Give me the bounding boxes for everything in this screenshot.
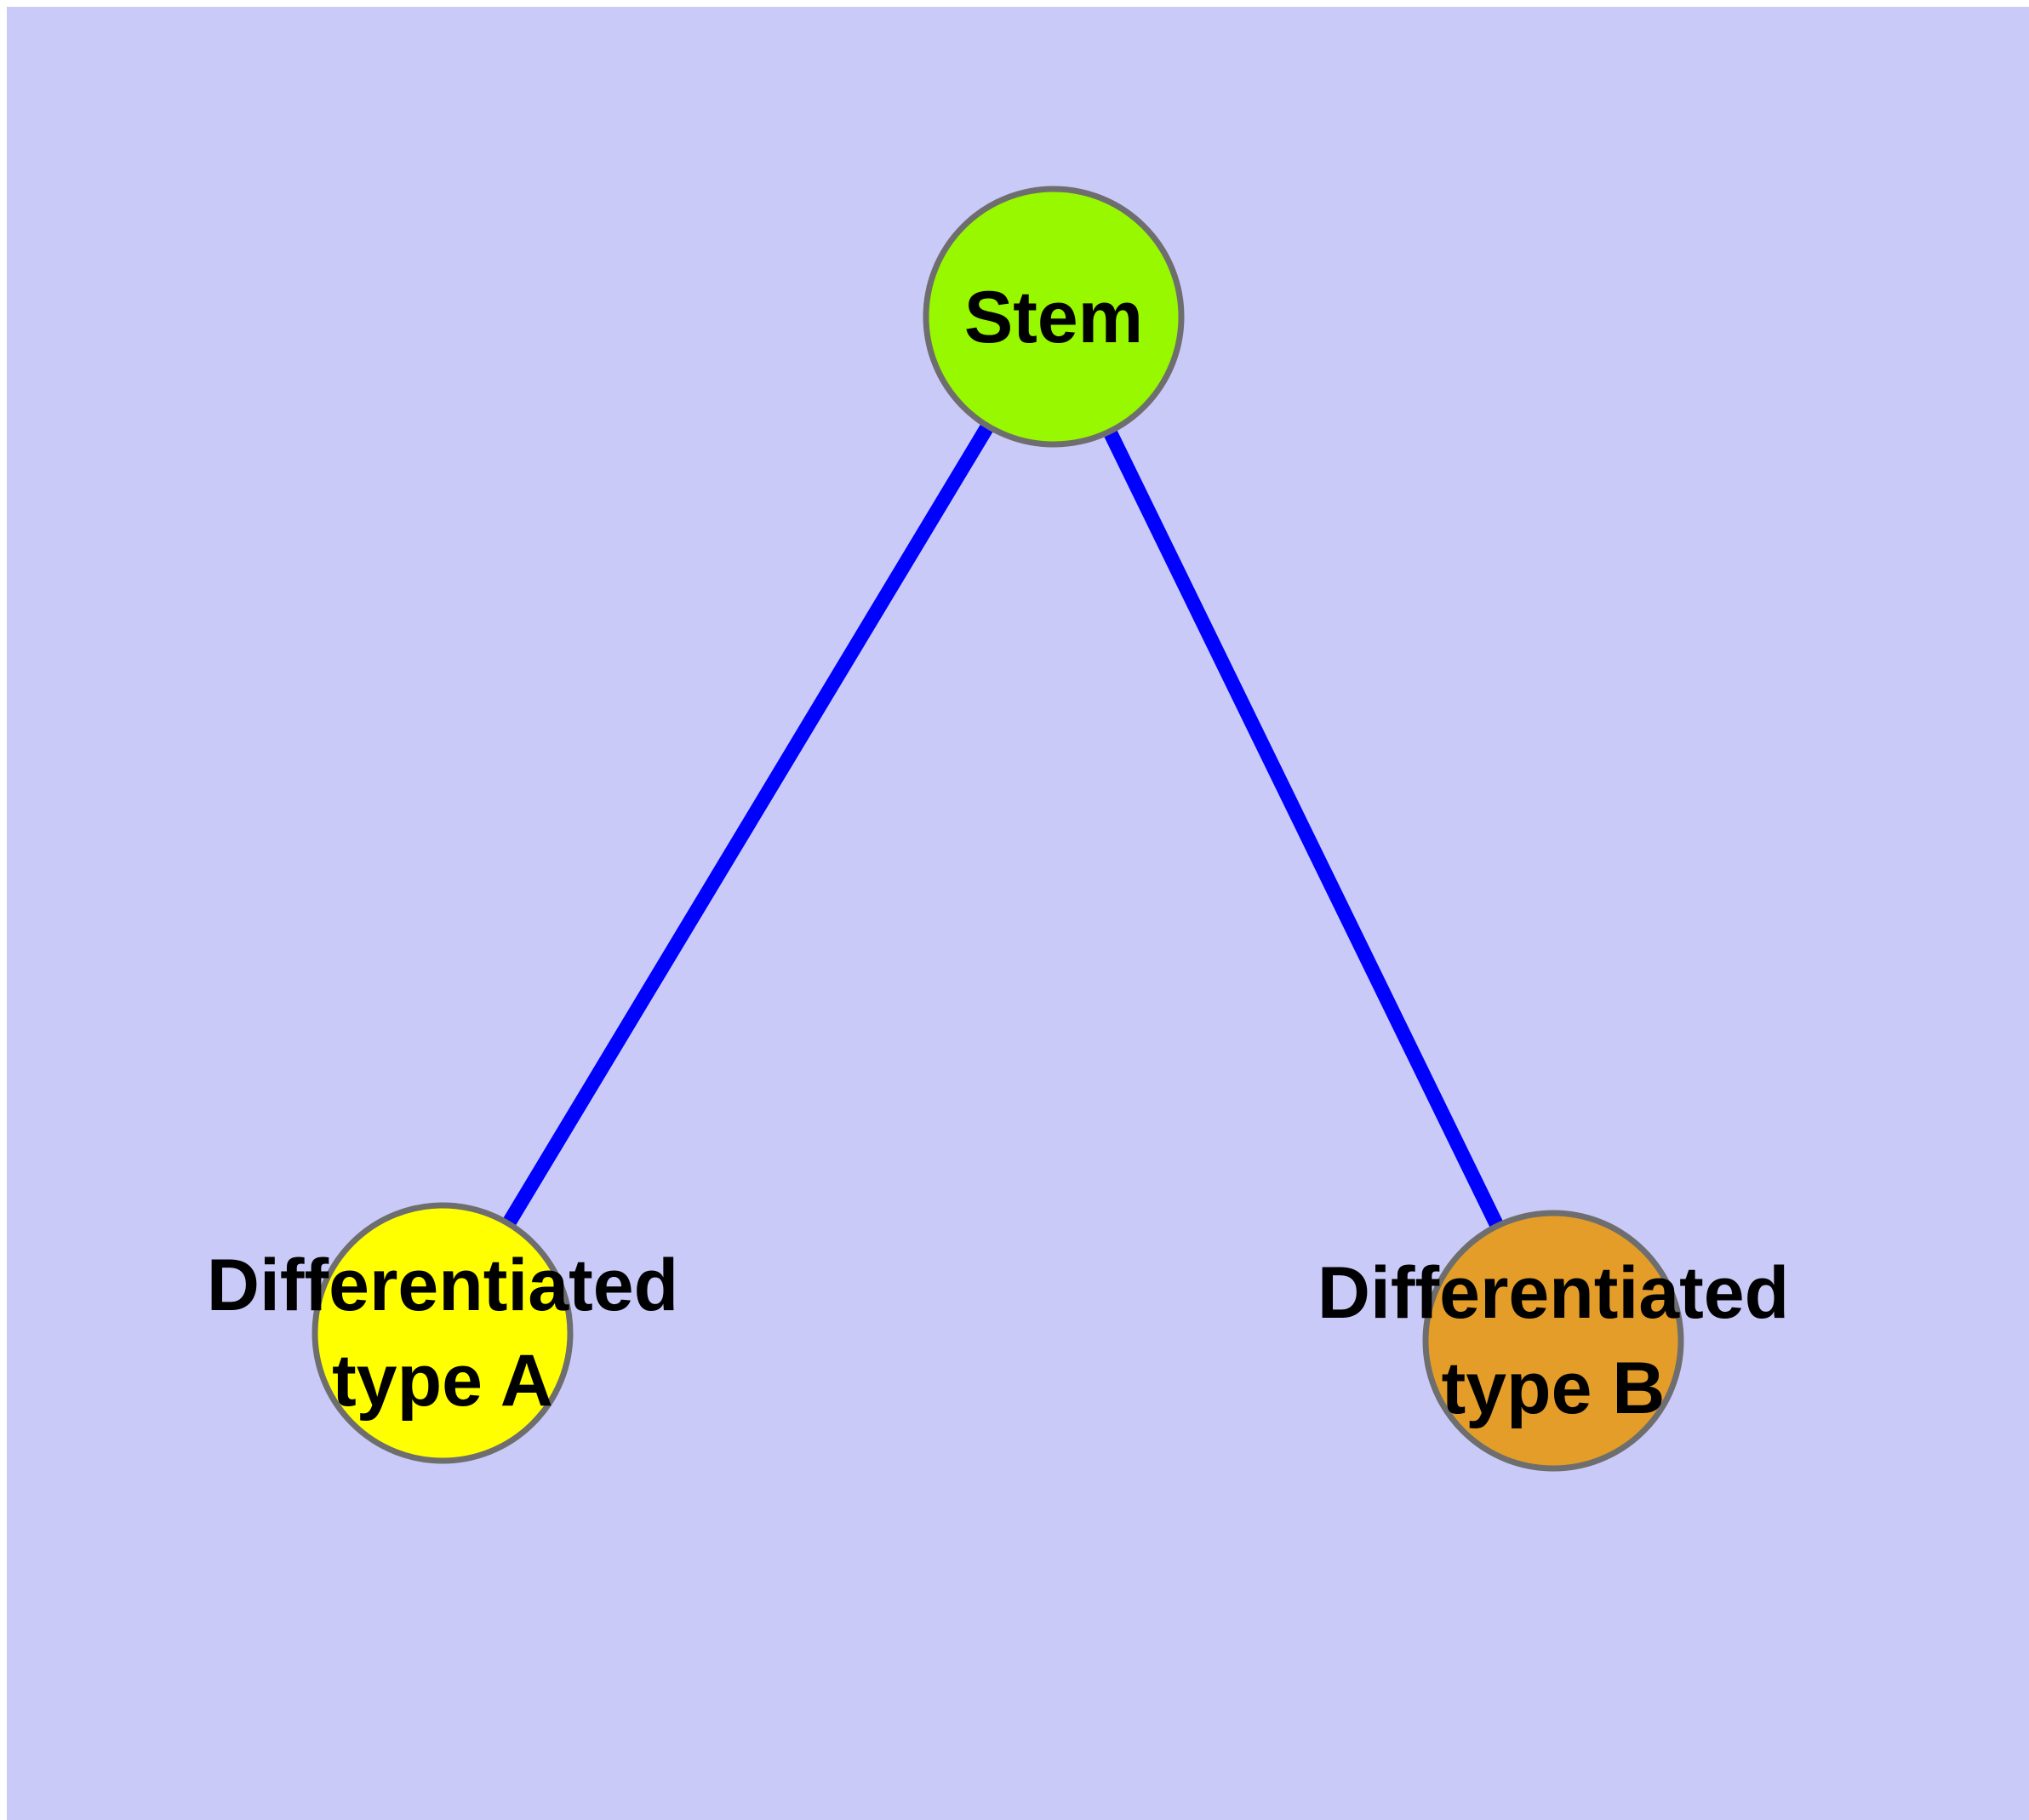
type-a-node-label-line2: type A bbox=[332, 1340, 553, 1422]
type-b-node-label-line1: Differentiated bbox=[1317, 1252, 1789, 1334]
stem-node-circle bbox=[923, 186, 1185, 448]
type-a-node-circle bbox=[311, 1202, 574, 1464]
edge-stem-to-type-a bbox=[436, 312, 1060, 1337]
edge-stem-to-type-b bbox=[1047, 313, 1560, 1344]
type-a-node-label-line1: Differentiated bbox=[207, 1245, 678, 1326]
stem-node-label: Stem bbox=[964, 277, 1143, 358]
type-b-node-circle bbox=[1422, 1210, 1684, 1472]
type-b-node-label-line2: type B bbox=[1442, 1348, 1666, 1429]
